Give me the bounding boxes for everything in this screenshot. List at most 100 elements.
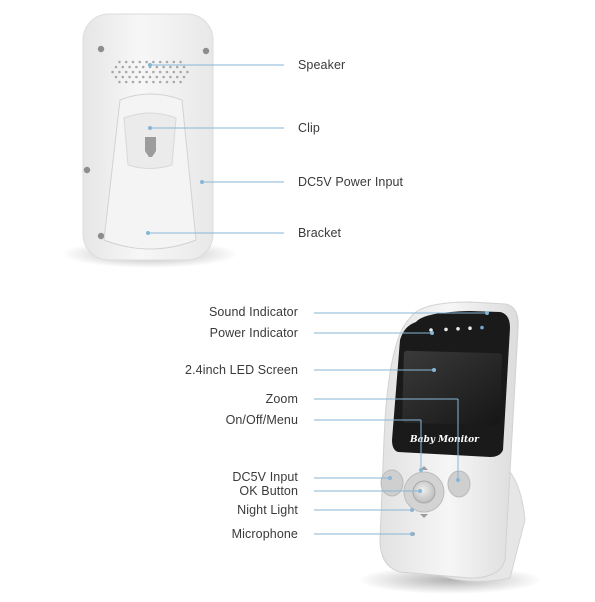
leader-dot: [200, 180, 204, 184]
grille-hole: [131, 60, 135, 64]
ok-button[interactable]: [412, 480, 436, 504]
grille-hole: [172, 60, 176, 64]
grille-hole: [141, 65, 145, 69]
grille-hole: [182, 75, 186, 79]
leader-dot: [146, 231, 150, 235]
indicator-led: [444, 327, 448, 332]
indicator-led: [468, 326, 472, 331]
leader-dot: [430, 331, 434, 335]
grille-hole: [145, 60, 148, 64]
grille-hole: [118, 60, 121, 64]
zoom-left-button[interactable]: [380, 469, 404, 497]
grille-hole: [138, 70, 142, 74]
grille-hole: [148, 75, 152, 79]
indicator-led: [429, 328, 433, 332]
grille-hole: [114, 75, 118, 79]
grille-hole: [124, 60, 128, 64]
indicator-lights: [429, 325, 484, 332]
grille-hole: [158, 70, 162, 74]
arrow-down-icon: [420, 514, 428, 518]
label-ok-button: OK Button: [239, 484, 298, 498]
monitor-back-view: [62, 13, 284, 268]
label-dc5v-input: DC5V Input: [232, 470, 298, 484]
grille-hole: [114, 65, 118, 69]
grille-hole: [138, 60, 142, 64]
leader-dot: [456, 478, 460, 482]
indicator-led: [480, 325, 484, 330]
zoom-right-button[interactable]: [447, 470, 471, 498]
leader-dot: [485, 311, 489, 315]
grille-hole: [165, 60, 169, 64]
grille-hole: [118, 80, 121, 84]
grille-hole: [165, 80, 169, 84]
grille-hole: [135, 65, 138, 69]
grille-hole: [179, 60, 182, 64]
grille-hole: [182, 65, 186, 69]
grille-hole: [131, 70, 135, 74]
grille-hole: [165, 70, 169, 74]
grille-hole: [155, 65, 159, 69]
grille-hole: [152, 80, 155, 84]
grille-hole: [145, 70, 148, 74]
grille-hole: [175, 75, 179, 79]
grille-hole: [121, 65, 125, 69]
label-night-light: Night Light: [237, 503, 298, 517]
grille-hole: [128, 75, 131, 79]
led-screen: [402, 350, 502, 426]
grille-hole: [179, 80, 182, 84]
grille-hole: [172, 80, 176, 84]
screw: [202, 47, 210, 55]
grille-hole: [155, 75, 159, 79]
grille-hole: [128, 65, 131, 69]
label-microphone: Microphone: [231, 527, 298, 541]
grille-hole: [124, 80, 128, 84]
grille-hole: [118, 70, 121, 74]
grille-hole: [152, 70, 155, 74]
grille-hole: [152, 60, 155, 64]
grille-hole: [162, 65, 165, 69]
screw: [97, 232, 105, 240]
label-sound-indicator: Sound Indicator: [208, 305, 298, 319]
leader-dot: [148, 126, 152, 130]
label-led-screen: 2.4inch LED Screen: [185, 363, 298, 377]
grille-hole: [169, 65, 172, 69]
label-power-indicator: Power Indicator: [209, 326, 298, 340]
monitor-front-view: Baby Monitor: [314, 301, 542, 594]
grille-hole: [138, 80, 142, 84]
leader-dot: [410, 532, 414, 536]
label-clip: Clip: [298, 121, 320, 135]
label-bracket: Bracket: [298, 226, 342, 240]
label-dc5v-power-input: DC5V Power Input: [298, 175, 404, 189]
brand-logo: Baby Monitor: [409, 435, 480, 445]
screw: [83, 166, 91, 174]
grille-hole: [158, 60, 162, 64]
grille-hole: [141, 75, 145, 79]
leader-dot: [419, 468, 423, 472]
grille-hole: [135, 75, 138, 79]
grille-hole: [172, 70, 176, 74]
grille-hole: [175, 65, 179, 69]
grille-hole: [131, 80, 135, 84]
grille-hole: [158, 80, 162, 84]
grille-hole: [145, 80, 148, 84]
speaker-grille: [111, 60, 189, 84]
grille-hole: [179, 70, 182, 74]
leader-dot: [410, 508, 414, 512]
grille-hole: [186, 70, 189, 74]
label-on-off-menu: On/Off/Menu: [225, 413, 298, 427]
grille-hole: [124, 70, 128, 74]
leader-dot: [418, 489, 422, 493]
grille-hole: [169, 75, 172, 79]
label-zoom: Zoom: [265, 392, 298, 406]
label-speaker: Speaker: [298, 58, 346, 72]
leader-dot: [432, 368, 436, 372]
grille-hole: [162, 75, 165, 79]
grille-hole: [121, 75, 125, 79]
screw: [97, 45, 105, 53]
indicator-led: [456, 327, 460, 331]
leader-dot: [148, 63, 152, 67]
leader-dot: [388, 476, 392, 480]
grille-hole: [111, 70, 114, 74]
